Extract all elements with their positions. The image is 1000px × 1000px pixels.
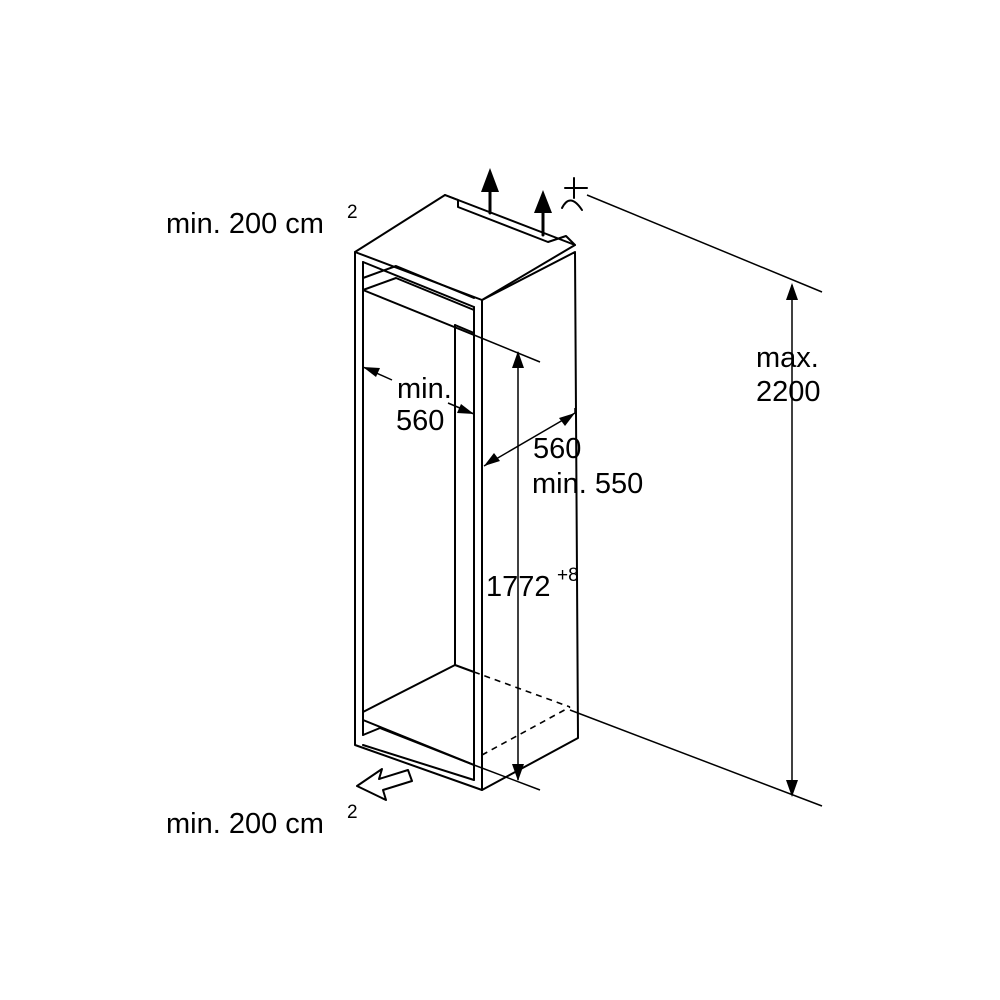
hidden-floor-edge-2: [481, 706, 571, 756]
cabinet-side-panel: [481, 251, 579, 791]
width-dimension: [362, 366, 475, 415]
max-height-label-line1: max.: [756, 342, 819, 374]
airflow-up-arrow-icon: [481, 168, 499, 215]
depth-label: 560 min. 550: [532, 433, 643, 500]
max-height-label-line2: 2200: [756, 376, 821, 408]
depth-label-line1: 560: [533, 433, 581, 465]
lower-shelf: [362, 664, 475, 713]
height-extension-bottom: [473, 764, 541, 791]
vent-top-superscript: 2: [347, 202, 358, 223]
lower-plinth: [362, 727, 475, 766]
height-label-tolerance: +8: [557, 565, 579, 586]
height-extension-top: [473, 334, 541, 363]
back-wall-edge-b: [454, 324, 475, 334]
width-label-line1: min.: [397, 373, 452, 405]
top-rim-notch: [444, 194, 576, 246]
upper-shelf-front: [362, 289, 475, 336]
vent-bottom-superscript: 2: [347, 802, 358, 823]
lower-plinth-front: [362, 744, 475, 781]
vent-bottom-label: min. 200 cm 2: [166, 802, 358, 840]
cabinet-niche: [354, 194, 579, 791]
airflow-in-arrow-icon: [356, 768, 413, 801]
max-height-dimension: [786, 283, 798, 797]
vent-top-text: min. 200 cm: [166, 208, 324, 240]
upper-shelf: [362, 265, 475, 299]
depth-dimension: [483, 408, 576, 467]
height-dimension: [512, 351, 524, 781]
upper-shelf-back: [362, 277, 475, 311]
vent-bottom-text: min. 200 cm: [166, 808, 324, 840]
width-label-line2: 560: [396, 405, 444, 437]
front-frame-outline: [354, 251, 483, 791]
front-inner-top: [362, 261, 475, 308]
width-label: min. 560: [396, 373, 452, 437]
max-height-extension-bottom: [569, 709, 823, 807]
ceiling-fan-symbol-icon: [561, 177, 588, 211]
height-label-value: 1772: [486, 571, 551, 603]
height-label: 1772 +8: [486, 565, 579, 603]
max-height-extension-top: [586, 194, 823, 293]
depth-label-line2: min. 550: [532, 468, 643, 500]
max-height-label: max. 2200: [756, 342, 821, 408]
airflow-up-arrow-icon: [534, 190, 552, 237]
vent-top-label: min. 200 cm 2: [166, 202, 358, 240]
